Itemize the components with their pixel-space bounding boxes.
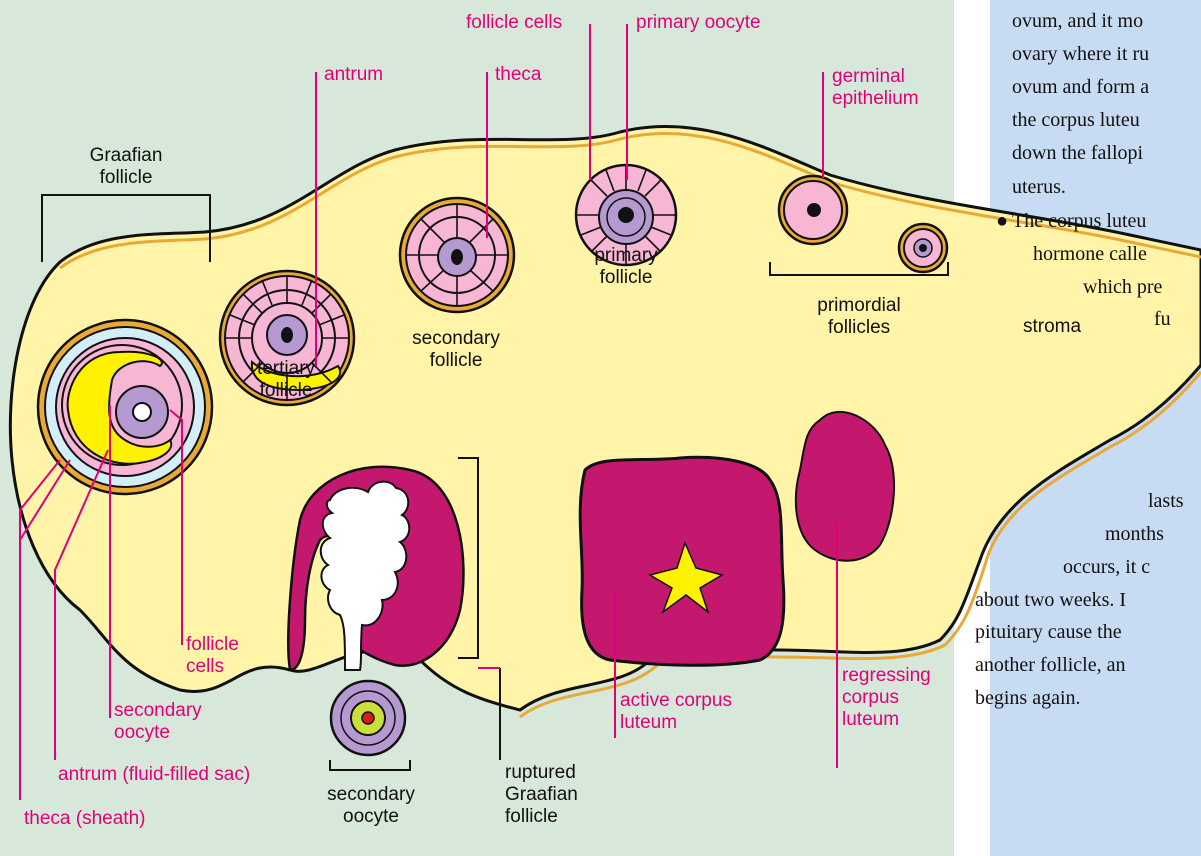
label-theca-sheath: theca (sheath): [24, 808, 145, 830]
label-primary-follicle: primary follicle: [576, 245, 676, 289]
text-line: ovum and form a: [1012, 74, 1149, 101]
text-line: another follicle, an: [975, 652, 1126, 679]
text-line: fu: [1154, 306, 1171, 333]
label-secondary-follicle: secondary follicle: [396, 328, 516, 372]
label-antrum-fluid: antrum (fluid-filled sac): [58, 764, 250, 786]
label-tertiary-follicle: tertiary follicle: [236, 358, 336, 402]
label-primordial-follicles: primordial follicles: [799, 295, 919, 339]
label-regressing-corpus-luteum: regressing corpus luteum: [842, 665, 931, 731]
label-primary-oocyte: primary oocyte: [636, 12, 761, 34]
text-line: down the fallopi: [1012, 140, 1143, 167]
text-line: the corpus luteu: [1012, 107, 1140, 134]
text-line: about two weeks. I: [975, 587, 1126, 614]
text-line: occurs, it c: [1063, 554, 1150, 581]
text-line: uterus.: [1012, 174, 1066, 201]
released-secondary-oocyte: [331, 681, 405, 755]
secondary-follicle: [400, 198, 514, 312]
text-line: ovary where it ru: [1012, 41, 1149, 68]
label-secondary-oocyte-left: secondary oocyte: [114, 700, 202, 744]
label-follicle-cells-left: follicle cells: [186, 634, 239, 678]
regressing-corpus-luteum: [796, 412, 894, 561]
text-line: begins again.: [975, 685, 1081, 712]
text-line: lasts: [1148, 488, 1184, 515]
text-line: The corpus luteu: [1012, 208, 1146, 235]
text-line: ovum, and it mo: [1012, 8, 1143, 35]
text-line: hormone calle: [1033, 241, 1147, 268]
active-corpus-luteum: [580, 457, 784, 665]
label-graafian-follicle: Graafian follicle: [76, 145, 176, 189]
label-secondary-oocyte-bottom: secondary oocyte: [306, 784, 436, 828]
text-line: which pre: [1083, 274, 1162, 301]
label-active-corpus-luteum: active corpus luteum: [620, 690, 732, 734]
text-line: months: [1105, 521, 1164, 548]
label-theca: theca: [495, 64, 541, 86]
text-line: pituitary cause the: [975, 619, 1122, 646]
label-germinal-epithelium: germinal epithelium: [832, 66, 919, 110]
label-antrum: antrum: [324, 64, 383, 86]
label-ruptured-graafian: ruptured Graafian follicle: [505, 762, 578, 828]
label-stroma: stroma: [1023, 316, 1081, 338]
bullet-icon: ●: [996, 208, 1010, 235]
label-follicle-cells-top: follicle cells: [466, 12, 562, 34]
